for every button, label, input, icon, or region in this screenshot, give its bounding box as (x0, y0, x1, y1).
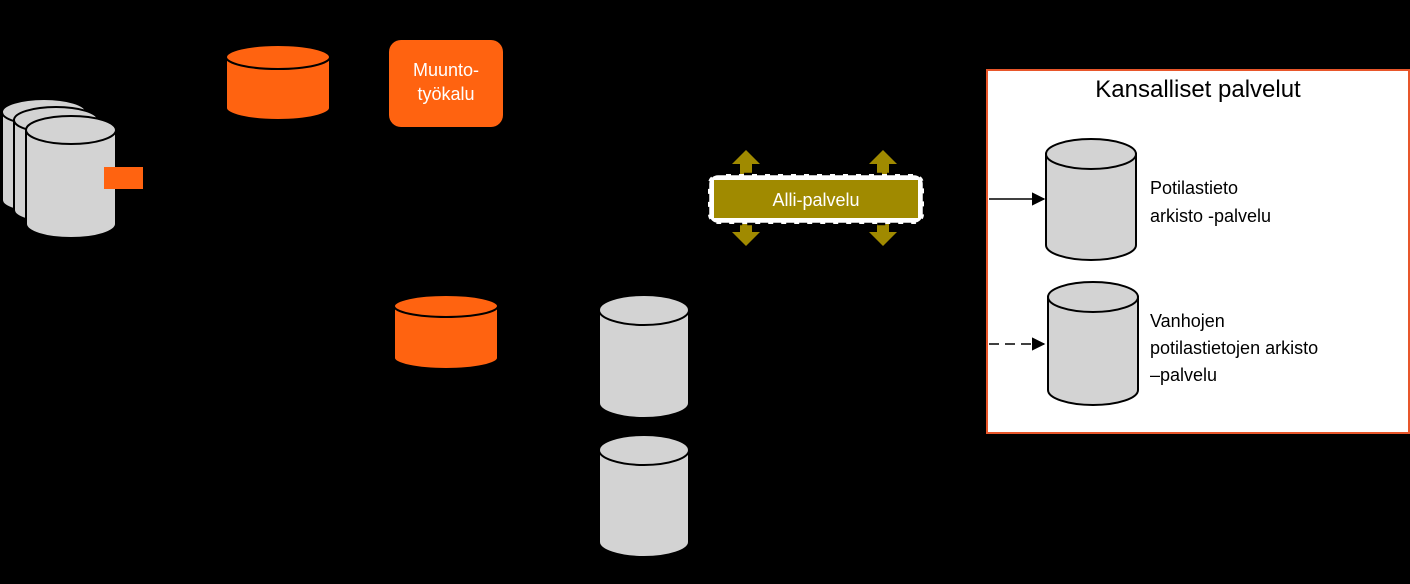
old-archive-label-line2: potilastietojen arkisto (1150, 338, 1318, 358)
old-patient-archive-database-icon (1047, 281, 1139, 406)
gray-database-icon-2 (598, 434, 690, 558)
orange-database-icon-middle (393, 294, 499, 370)
patient-archive-label-line1: Potilastieto (1150, 178, 1238, 198)
patient-archive-label-line2: arkisto -palvelu (1150, 206, 1271, 226)
alli-service: Alli-palvelu (706, 150, 926, 246)
gray-database-icon-1 (598, 294, 690, 419)
old-archive-label-line3: –palvelu (1150, 365, 1217, 385)
conversion-tool-box: Muunto- työkalu (389, 40, 503, 127)
orange-database-icon-top (225, 44, 331, 121)
national-services-title: Kansalliset palvelut (1095, 76, 1301, 103)
patient-archive-database-icon (1045, 138, 1137, 261)
alli-service-label: Alli-palvelu (772, 190, 859, 210)
old-archive-label-line1: Vanhojen (1150, 311, 1225, 331)
legacy-database-stack-icon (0, 98, 117, 239)
adapter-connector (104, 167, 143, 189)
tool-label-line1: Muunto- (413, 60, 479, 80)
national-services-panel: Kansalliset palvelut Potilastieto arkist… (986, 69, 1410, 434)
tool-label-line2: työkalu (417, 84, 474, 104)
